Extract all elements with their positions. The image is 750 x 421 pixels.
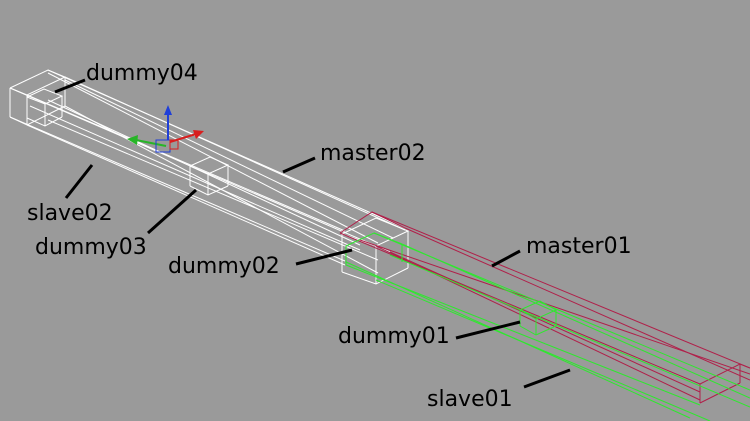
transform-gizmo[interactable] <box>127 105 204 153</box>
master01-object[interactable] <box>339 211 750 404</box>
leader-dummy04 <box>54 78 86 94</box>
y-axis-arrow-icon[interactable] <box>127 135 167 147</box>
leader-dummy02 <box>295 248 353 266</box>
slave01-object[interactable] <box>345 232 750 421</box>
leader-master02 <box>282 156 316 174</box>
x-axis-arrow-icon[interactable] <box>169 130 204 143</box>
label-dummy04: dummy04 <box>86 61 198 86</box>
z-axis-arrow-icon[interactable] <box>164 105 172 140</box>
dummy01-object[interactable] <box>519 300 558 336</box>
leader-master01 <box>491 249 521 268</box>
label-slave01: slave01 <box>427 387 513 412</box>
leader-slave01 <box>523 368 571 389</box>
leader-dummy01 <box>455 320 521 340</box>
annotation-leaders <box>54 78 571 389</box>
label-master01: master01 <box>526 234 632 259</box>
dummy03-object[interactable] <box>189 156 230 196</box>
leader-dummy03 <box>146 188 198 235</box>
label-dummy01: dummy01 <box>338 324 450 349</box>
label-dummy03: dummy03 <box>35 235 147 260</box>
slave02-object[interactable] <box>9 69 406 266</box>
label-slave02: slave02 <box>27 201 113 226</box>
leader-slave02 <box>64 164 94 199</box>
label-master02: master02 <box>320 141 426 166</box>
plane-handle-icon[interactable] <box>169 139 179 150</box>
label-dummy02: dummy02 <box>168 254 280 279</box>
dummy04-object[interactable] <box>26 88 64 127</box>
master02-object[interactable] <box>29 72 394 274</box>
